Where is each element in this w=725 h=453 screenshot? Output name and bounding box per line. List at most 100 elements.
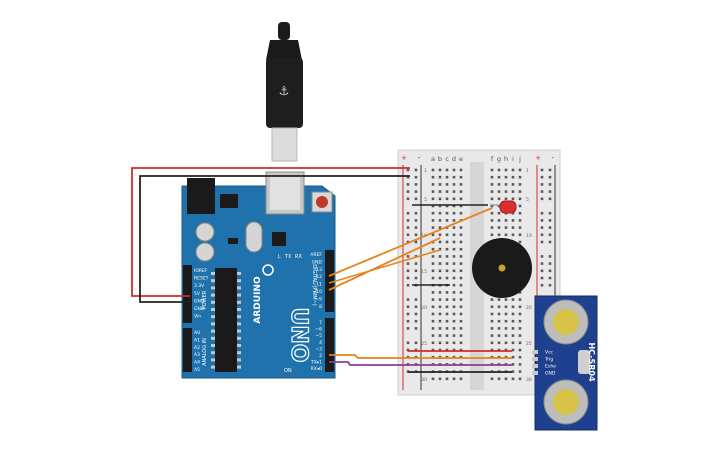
breadboard-hole — [504, 377, 508, 381]
wire-5v-red[interactable] — [131, 167, 410, 297]
row-label: 1 — [424, 168, 427, 174]
column-label: e — [459, 155, 463, 163]
breadboard-hole — [445, 211, 449, 215]
chip-leg — [211, 336, 215, 340]
chip-leg — [237, 336, 241, 340]
breadboard-hole — [459, 341, 463, 345]
rail-hole — [540, 190, 544, 193]
rail-hole — [540, 262, 544, 265]
rail-hole — [414, 269, 418, 273]
breadboard-hole — [459, 226, 463, 229]
pin-label: GND — [312, 259, 323, 265]
breadboard-hole — [497, 341, 501, 345]
chip-leg — [211, 358, 215, 362]
breadboard-hole — [518, 348, 522, 352]
wire-gnd-black[interactable] — [139, 175, 410, 303]
pin-label: 13 — [316, 267, 322, 273]
pin-label: 8 — [319, 304, 322, 310]
on-led-label: ON — [284, 368, 292, 374]
breadboard-hole — [490, 334, 494, 337]
chip-leg — [211, 279, 215, 283]
sensor-pin[interactable] — [532, 357, 538, 361]
sensor-pin[interactable] — [532, 364, 538, 368]
breadboard-hole — [445, 255, 449, 258]
usb-cable[interactable]: ⚓ — [266, 22, 303, 162]
breadboard-hole — [452, 305, 456, 309]
breadboard-hole — [459, 348, 463, 352]
breadboard-hole — [511, 219, 515, 222]
pin-label: A0 — [194, 330, 200, 336]
rail-hole — [540, 183, 544, 186]
sensor-pin[interactable] — [532, 350, 538, 354]
rail-hole — [548, 240, 552, 244]
breadboard-hole — [504, 190, 508, 193]
breadboard-hole — [518, 312, 522, 316]
breadboard-hole — [518, 334, 522, 337]
breadboard-hole — [438, 240, 442, 244]
row-label: 20 — [526, 305, 532, 311]
piezo-buzzer[interactable] — [472, 238, 532, 298]
breadboard-hole — [518, 211, 522, 215]
pin-label: ~3 — [315, 346, 322, 352]
chip-leg — [237, 293, 241, 297]
breadboard-hole — [459, 298, 463, 301]
atmega-chip-legs — [211, 272, 241, 369]
chip-leg — [237, 279, 241, 283]
breadboard-hole — [452, 319, 456, 323]
breadboard-hole — [511, 190, 515, 193]
breadboard-hole — [438, 341, 442, 345]
atmega-chip — [215, 268, 237, 372]
breadboard-hole — [438, 334, 442, 337]
breadboard-hole — [459, 269, 463, 273]
wire-trig-orange[interactable] — [329, 354, 512, 359]
breadboard-hole — [518, 305, 522, 309]
breadboard-hole — [459, 197, 463, 201]
breadboard-hole — [511, 341, 515, 345]
row-label: 5 — [424, 197, 427, 203]
row-label: 30 — [526, 377, 532, 383]
rail-hole — [414, 327, 418, 330]
wire-buzzer-orange[interactable] — [328, 237, 441, 291]
breadboard-hole — [504, 219, 508, 222]
breadboard-hole — [445, 233, 449, 237]
breadboard-hole — [504, 341, 508, 345]
breadboard-hole — [490, 226, 494, 229]
breadboard-hole — [445, 298, 449, 301]
breadboard-hole — [511, 226, 515, 229]
rail-hole — [406, 269, 410, 273]
pin-label: ~10 — [313, 289, 323, 295]
breadboard-hole — [445, 319, 449, 323]
wire-buzzer-orange-2[interactable] — [328, 249, 441, 284]
rail-hole — [406, 183, 410, 186]
pin-label: 3.3V — [194, 283, 205, 289]
rail-hole — [414, 183, 418, 186]
sensor-pin-label: Echo — [545, 364, 556, 370]
sensor-mesh-top — [553, 309, 579, 335]
breadboard-hole — [452, 219, 456, 222]
uno-logo-text: UNO — [286, 308, 311, 363]
wire-echo-purple[interactable] — [329, 361, 512, 366]
rail-hole — [540, 240, 544, 244]
breadboard-hole — [452, 298, 456, 301]
sensor-pin[interactable] — [532, 371, 538, 375]
rail-hole — [406, 341, 410, 345]
rail-hole — [406, 276, 410, 280]
power-jack — [187, 178, 215, 214]
breadboard-hole — [452, 211, 456, 215]
wire-led-orange[interactable] — [328, 207, 493, 277]
pin-label: A5 — [194, 367, 200, 373]
breadboard-hole — [490, 204, 494, 208]
breadboard-hole — [504, 183, 508, 186]
breadboard-hole — [490, 219, 494, 222]
left-plus-label: + — [401, 154, 407, 162]
chip-leg — [211, 344, 215, 347]
breadboard-hole — [511, 377, 515, 381]
chip-leg — [237, 365, 241, 369]
chip-leg — [237, 300, 241, 304]
breadboard-hole — [438, 291, 442, 294]
red-led[interactable] — [490, 200, 517, 214]
breadboard-hole — [445, 204, 449, 208]
breadboard-hole — [431, 312, 435, 316]
